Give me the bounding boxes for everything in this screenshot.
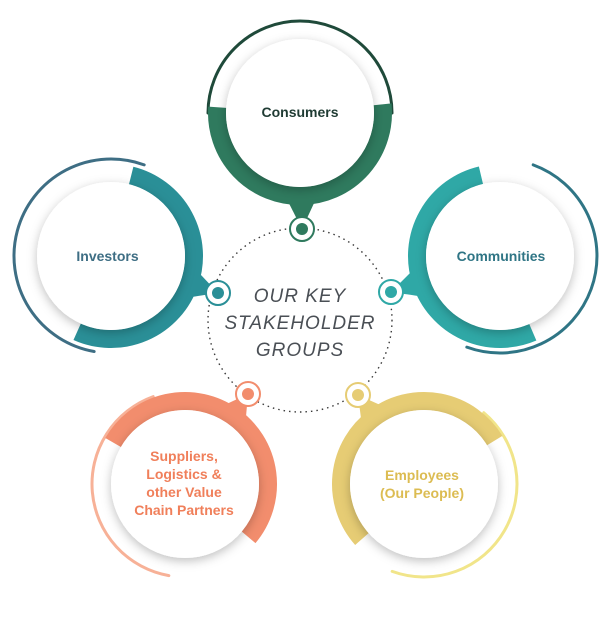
suppliers-face xyxy=(111,410,259,558)
employees-label: Employees (Our People) xyxy=(379,467,464,501)
communities-node xyxy=(378,163,599,355)
suppliers-label: Suppliers, Logistics & other Value Chain… xyxy=(134,448,234,518)
suppliers-node xyxy=(90,381,277,578)
communities-dot xyxy=(385,286,397,298)
investors-dot xyxy=(212,287,224,299)
consumers-dot xyxy=(296,223,308,235)
consumers-label: Consumers xyxy=(261,104,339,120)
investors-outer-arc xyxy=(12,157,146,354)
consumers-outer-arc xyxy=(206,19,394,115)
employees-node xyxy=(332,382,519,579)
investors-node xyxy=(12,157,231,354)
employees-connector xyxy=(358,395,394,434)
investors-face xyxy=(37,182,185,330)
center-dotted-ring xyxy=(207,227,393,413)
consumers-connector xyxy=(282,189,321,229)
consumers-face xyxy=(226,39,374,187)
employees-face xyxy=(350,410,498,558)
suppliers-outer-arc xyxy=(90,395,171,578)
employees-dot xyxy=(352,389,364,401)
consumers-node xyxy=(206,19,394,242)
employees-outer-arc xyxy=(390,411,519,579)
suppliers-dot xyxy=(242,388,254,400)
center-title: OUR KEY STAKEHOLDER GROUPS xyxy=(224,286,376,361)
communities-face xyxy=(426,182,574,330)
communities-outer-arc xyxy=(465,163,599,355)
investors-label: Investors xyxy=(76,248,139,264)
communities-label: Communities xyxy=(456,248,546,264)
